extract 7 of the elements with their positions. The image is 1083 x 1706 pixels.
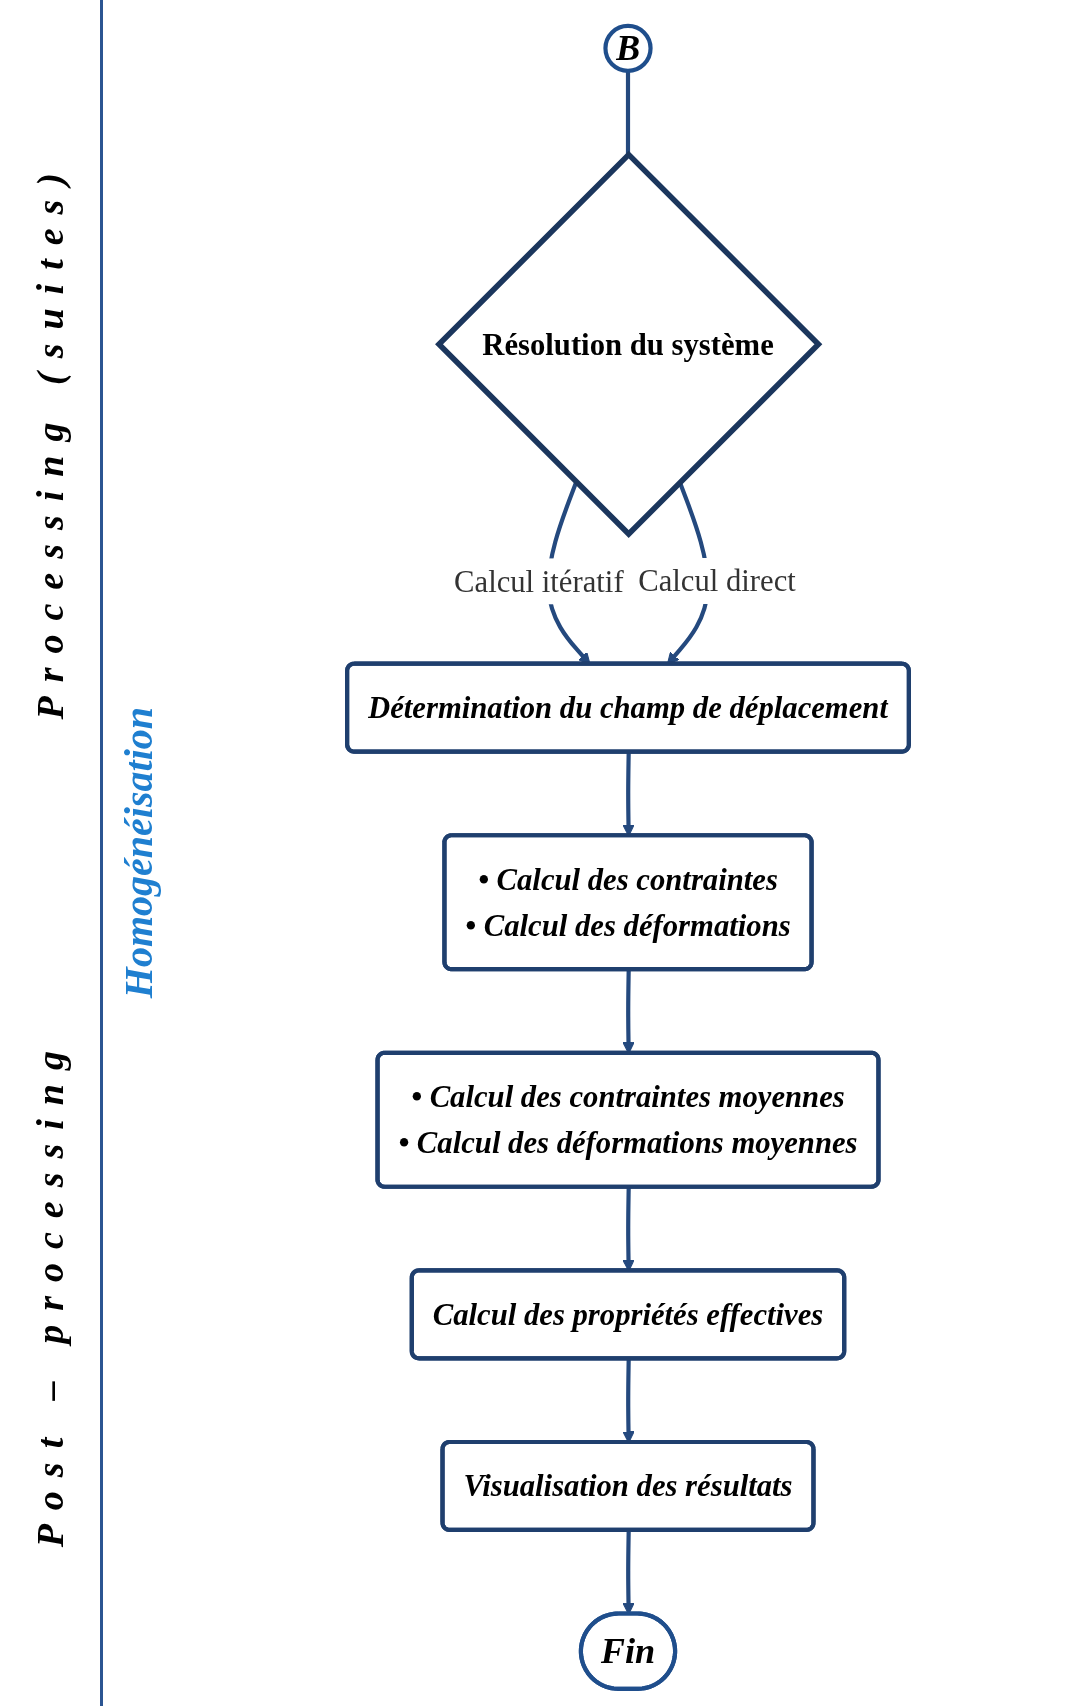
node-diamond: Résolution du système bbox=[435, 150, 823, 538]
node-circle: B bbox=[603, 23, 653, 73]
phase-label: Post – processing bbox=[28, 1036, 72, 1548]
group-label: Homogénéisation bbox=[114, 707, 162, 999]
phase-label: Processing (suites) bbox=[28, 158, 72, 720]
edge-label: Calcul itératif bbox=[454, 563, 624, 599]
edge-label: Calcul direct bbox=[638, 563, 796, 599]
